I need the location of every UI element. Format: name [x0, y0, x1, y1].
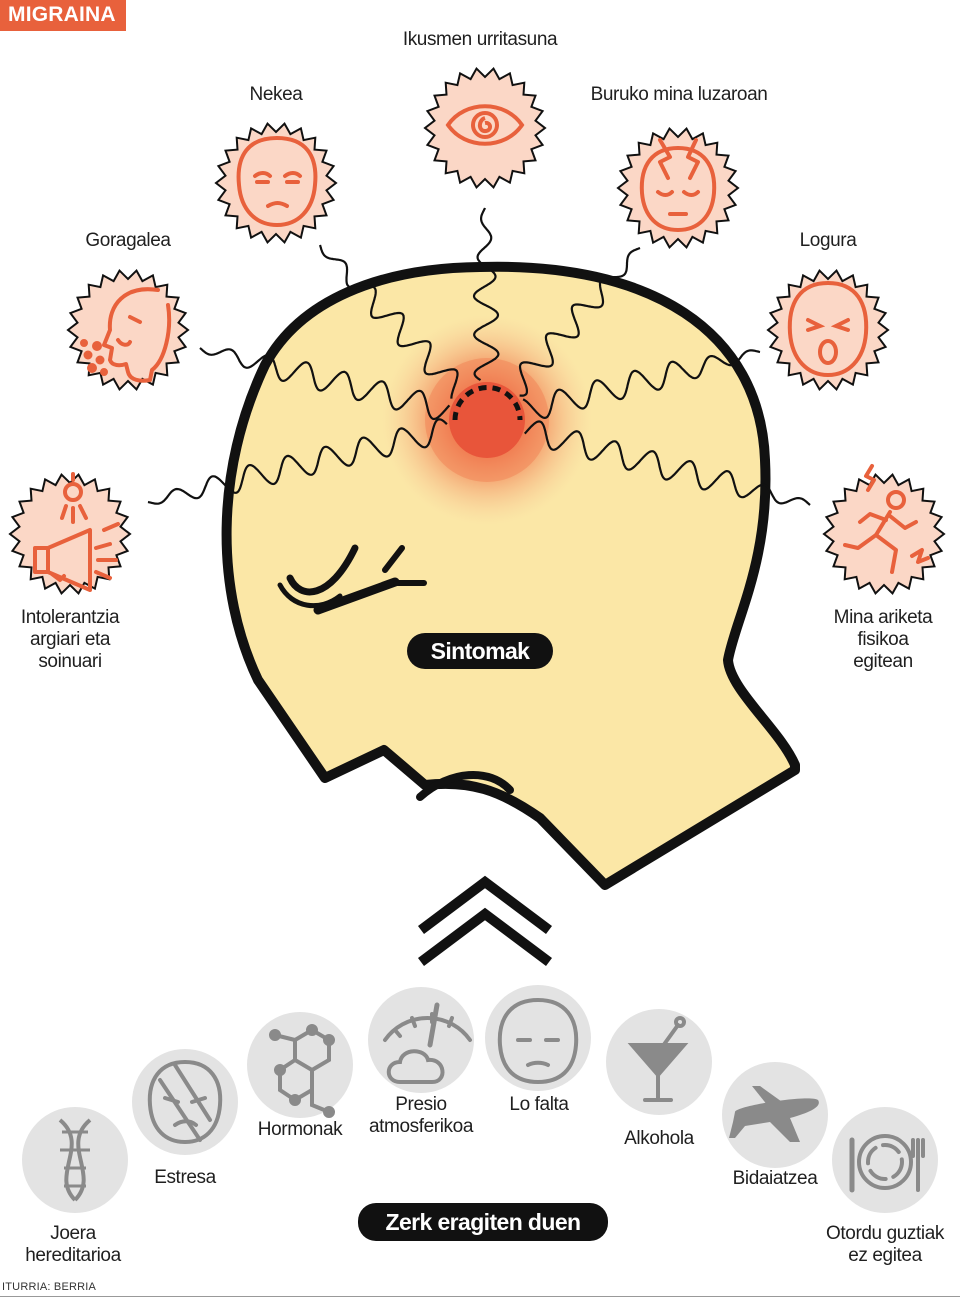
symptom-label-nekea: Nekea: [249, 84, 303, 105]
nerve-wave-ariketa: [523, 420, 811, 506]
symptom-label-logura: Logura: [799, 230, 857, 251]
cocktail-icon: [627, 1016, 689, 1102]
symptom-burst-ariketa: [822, 472, 946, 596]
symptom-label-buruko: Buruko mina luzaroan: [590, 84, 768, 105]
molecule-icon: [269, 1024, 335, 1118]
yawning-face-icon: [787, 280, 869, 378]
cause-label-otordu: Otordu guztiak ez egitea: [826, 1223, 944, 1266]
symptom-label-intolerantzia: Intolerantzia argiari eta soinuari: [20, 607, 120, 672]
nerve-wave-ikusmen: [472, 207, 500, 382]
running-person-icon: [843, 464, 930, 574]
eye-icon: [445, 104, 525, 146]
nerve-wave-goragalea: [199, 347, 451, 421]
bottom-rule: [0, 1296, 960, 1297]
barometer-cloud-icon: [383, 1002, 472, 1084]
nerve-waves: [147, 207, 811, 506]
cause-label-joera: Joera hereditarioa: [25, 1223, 121, 1266]
headache-face-icon: [639, 138, 717, 232]
airplane-icon: [729, 1086, 819, 1142]
symptom-label-goragalea: Goragalea: [85, 230, 171, 251]
nerve-wave-intolerantzia: [147, 418, 448, 505]
cause-label-alkohola: Alkohola: [624, 1128, 694, 1149]
symptom-burst-ikusmen: [423, 66, 547, 190]
cause-label-hormonak: Hormonak: [257, 1119, 343, 1140]
symptom-label-ariketa: Mina ariketa fisikoa egitean: [833, 607, 933, 672]
plate-cutlery-icon: [849, 1134, 925, 1193]
source-credit: ITURRIA: BERRIA: [2, 1281, 97, 1293]
dna-icon: [58, 1118, 92, 1202]
stressed-face-icon: [147, 1059, 223, 1145]
cause-label-presio: Presio atmosferikoa: [369, 1094, 473, 1137]
symptoms-title: Sintomak: [407, 633, 553, 669]
cause-circle-joera: [22, 1107, 128, 1213]
cause-label-lo: Lo falta: [509, 1094, 569, 1115]
face-features: [277, 544, 514, 801]
cause-label-bidaiatzea: Bidaiatzea: [732, 1168, 818, 1189]
chevron-up-icon: [418, 875, 552, 966]
cause-label-estresa: Estresa: [154, 1167, 216, 1188]
tired-face-icon: [236, 135, 318, 228]
symptom-burst-logura: [766, 268, 890, 392]
symptom-burst-intolerantzia: [8, 472, 132, 596]
symptom-label-ikusmen: Ikusmen urritasuna: [402, 29, 558, 50]
nerve-wave-buruko: [518, 246, 641, 397]
nerve-wave-nekea: [318, 244, 459, 399]
nerve-wave-logura: [522, 349, 761, 420]
cause-circle-otordu: [832, 1107, 938, 1213]
causes-title: Zerk eragiten duen: [358, 1203, 608, 1241]
vomiting-head-icon: [80, 287, 172, 383]
symptom-burst-buruko: [616, 126, 740, 250]
light-and-sound-icon: [33, 472, 120, 592]
head-silhouette: [221, 261, 800, 890]
sleepy-face-icon: [497, 997, 579, 1085]
header-tag: MIGRAINA: [0, 0, 126, 31]
